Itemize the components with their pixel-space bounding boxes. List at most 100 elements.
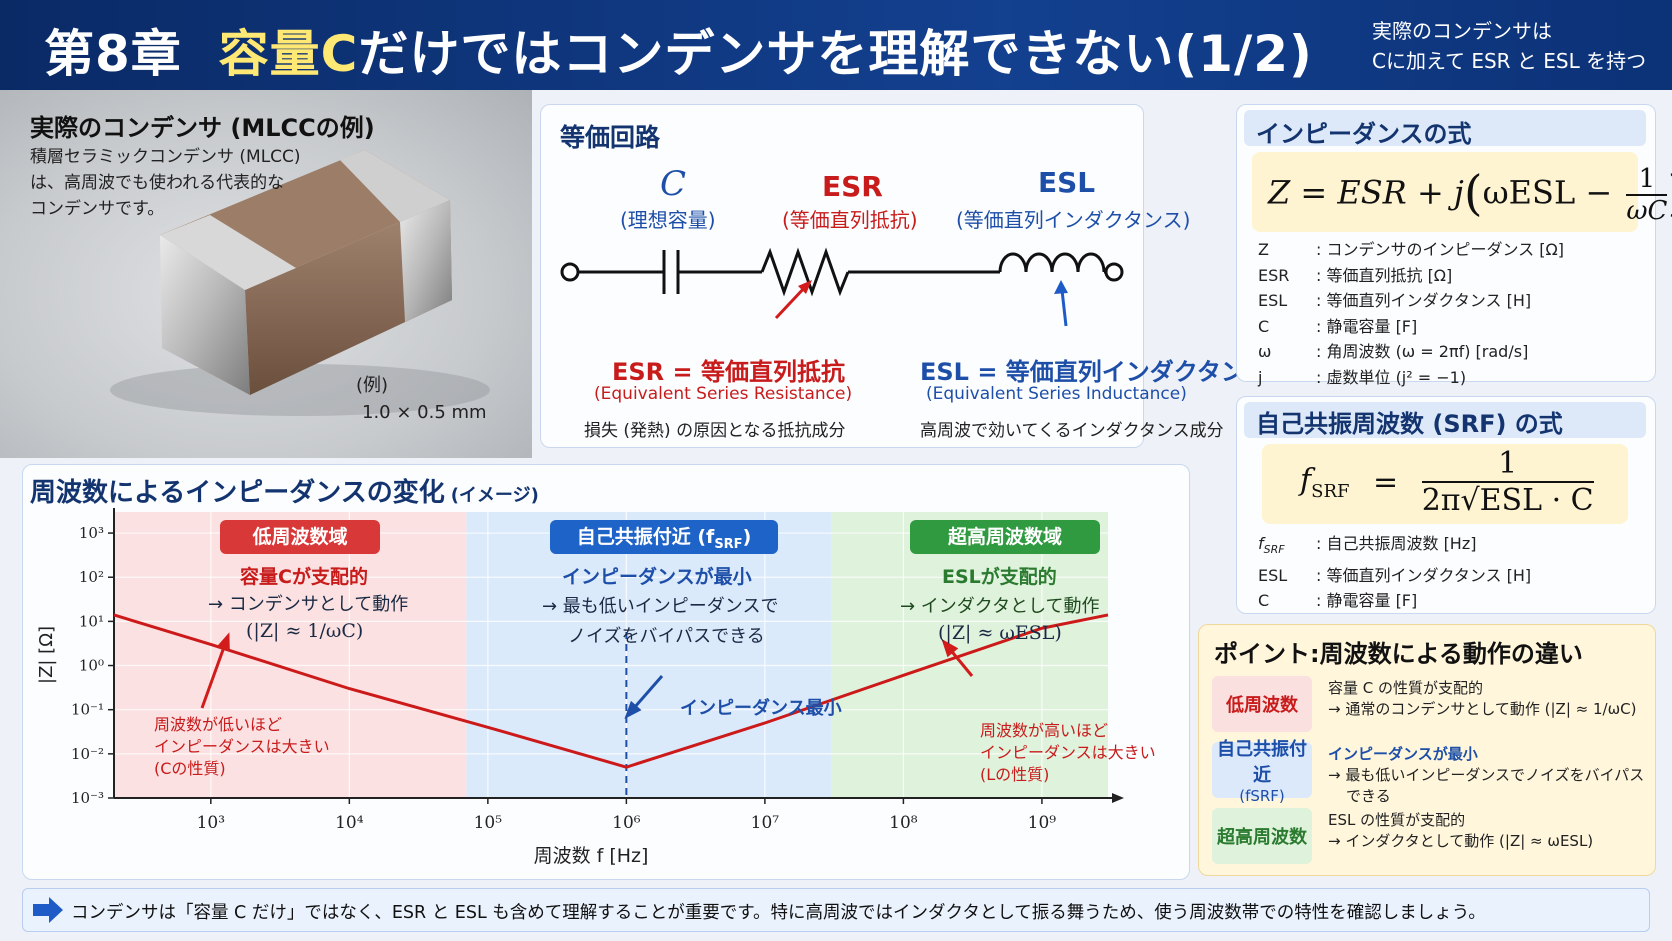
srf-formula: [1262, 444, 1628, 524]
chart-y-tick-label: 10⁻²: [71, 745, 104, 763]
high-region-line3: (|Z| ≈ ωESL): [938, 622, 1062, 644]
esr-sub: (等価直列抵抗): [782, 208, 918, 232]
esl-sub: (等価直列インダクタンス): [956, 208, 1191, 232]
chart-x-tick-label: 10⁴: [335, 813, 364, 833]
chart-y-tick-label: 10³: [79, 524, 104, 542]
srf-region-tag: 自己共振付近 (fSRF): [550, 520, 778, 554]
definition-symbol: ESR: [1258, 265, 1290, 285]
definition-symbol: C: [1258, 316, 1270, 336]
circuit-title: 等価回路: [560, 123, 661, 152]
definition-text: : 静電容量 [F]: [1316, 591, 1418, 611]
definition-text: : 等価直列インダクタンス [H]: [1316, 565, 1532, 585]
definition-row: ω : 角周波数 (ω = 2πf) [rad/s]: [1258, 340, 1564, 364]
definition-symbol: ESL: [1258, 291, 1288, 310]
impedance-formula: [1252, 152, 1638, 232]
definition-symbol: fSRF: [1258, 534, 1285, 557]
point-title: ポイント:周波数による動作の違い: [1214, 640, 1583, 668]
arrow-right-icon: [33, 897, 63, 923]
circuit-diagram: [560, 247, 1124, 327]
chart-x-label: 周波数 f [Hz]: [534, 845, 649, 867]
chart-x-tick-label: 10⁹: [1028, 813, 1057, 833]
point-text: インピーダンスが最小→ 最も低いインピーダンスでノイズをバイパスできる: [1328, 745, 1645, 805]
impedance-title-bar: [1244, 110, 1646, 146]
esl-english: (Equivalent Series Inductance): [926, 384, 1187, 404]
esl-heading: ESL = 等価直列インダクタンス: [920, 358, 1269, 386]
circuit-panel: [540, 104, 1144, 448]
page-title: 第8章 容量Cだけではコンデンサを理解できない(1/2): [44, 25, 1313, 83]
annotation-high: 周波数が高いほどインピーダンスは大きい(Lの性質): [980, 721, 1156, 784]
srf-region-line2: → 最も低いインピーダンスで: [542, 596, 779, 617]
photo-description: 積層セラミックコンデンサ (MLCC)は、高周波でも使われる代表的なコンデンサで…: [30, 147, 301, 219]
mlcc-chip-image: [110, 150, 490, 416]
chart-x-tick-label: 10⁶: [612, 813, 641, 833]
chart-y-tick-label: 10⁻³: [71, 789, 104, 807]
srf-region-line1: インピーダンスが最小: [562, 566, 752, 588]
annotation-low: 周波数が低いほどインピーダンスは大きい(Cの性質): [154, 715, 330, 778]
chart-y-tick-label: 10⁻¹: [71, 701, 104, 719]
chart-y-tick-label: 10⁰: [79, 657, 104, 675]
definition-text: : 静電容量 [F]: [1316, 316, 1418, 336]
low-region-line1: 容量Cが支配的: [240, 566, 368, 588]
chart-x-tick-label: 10⁸: [889, 813, 918, 833]
esl-symbol: ESL: [1038, 166, 1096, 199]
annotation-min: インピーダンス最小: [680, 698, 842, 719]
high-region-line2: → インダクタとして動作: [900, 596, 1100, 617]
low-region-tag: 低周波数域: [220, 520, 380, 554]
graph-title: 周波数によるインピーダンスの変化(イメージ): [30, 478, 539, 508]
photo-example: (例)1.0 × 0.5 mm: [356, 375, 487, 423]
impedance-definitions: Z : コンデンサのインピーダンス [Ω] ESR : 等価直列抵抗 [Ω] ESL : …: [1256, 236, 1566, 391]
definition-symbol: ω: [1258, 342, 1272, 361]
chart-y-label: |Z| [Ω]: [36, 626, 57, 684]
photo-title: 実際のコンデンサ (MLCCの例): [30, 114, 375, 142]
chart-series-line-0: [113, 613, 1109, 769]
chart-x-tick-label: 10³: [197, 813, 225, 833]
chart-y-tick-label: 10¹: [79, 612, 104, 630]
definition-text: : コンデンサのインピーダンス [Ω]: [1316, 240, 1564, 259]
high-region-tag: 超高周波数域: [910, 520, 1100, 554]
high-region-line1: ESLが支配的: [942, 566, 1057, 588]
mlcc-photo: [0, 90, 532, 458]
definition-row: C : 静電容量 [F]: [1258, 315, 1564, 339]
definition-row: ESR : 等価直列抵抗 [Ω]: [1258, 264, 1564, 288]
definition-symbol: C: [1258, 591, 1270, 611]
definition-text: : 角周波数 (ω = 2πf) [rad/s]: [1316, 342, 1529, 361]
impedance-formula-text: Z = ESR + j(ωESL − 1ωC): [1268, 164, 1672, 226]
point-tag: 低周波数: [1212, 676, 1312, 732]
definition-symbol: j: [1258, 367, 1263, 387]
chart-x-axis-arrow: [1112, 793, 1124, 803]
impedance-chart: 10³ 10⁴ 10⁵ 10⁶ 10⁷ 10⁸ 10⁹ 10³ 10² 10¹ 10⁰ 10⁻¹ 10⁻…: [36, 508, 1124, 867]
chart-x-tick-label: 10⁷: [751, 813, 780, 833]
srf-title-bar: [1244, 402, 1646, 438]
point-text: 容量 C の性質が支配的→ 通常のコンデンサとして動作 (|Z| ≈ 1/ωC): [1328, 679, 1637, 718]
definition-row: ESL : 等価直列インダクタンス [H]: [1258, 564, 1531, 588]
chart-x-tick-label: 10⁵: [474, 813, 503, 833]
low-region-line3: (|Z| ≈ 1/ωC): [246, 620, 364, 642]
srf-definitions: fSRF: 自己共振周波数 [Hz] ESL : 等価直列インダクタンス [H] C:…: [1256, 530, 1533, 615]
definition-row: fSRF: 自己共振周波数 [Hz]: [1258, 532, 1531, 562]
esr-symbol: ESR: [822, 170, 883, 203]
definition-row: C : 静電容量 [F]: [1258, 589, 1531, 613]
definition-text: : 等価直列抵抗 [Ω]: [1316, 265, 1453, 285]
point-text: ESL の性質が支配的→ インダクタとして動作 (|Z| ≈ ωESL): [1328, 811, 1594, 850]
chart-region-2: [830, 512, 1108, 798]
srf-title: 自己共振周波数 (SRF) の式: [1256, 410, 1563, 438]
bottom-note-text: コンデンサは「容量 C だけ」ではなく、ESR と ESL も含めて理解すること…: [71, 903, 1486, 923]
low-region-line2: → コンデンサとして動作: [208, 594, 409, 615]
chart-arrow-low-head: [216, 632, 230, 652]
definition-symbol: Z: [1258, 240, 1269, 259]
point-tag: 超高周波数: [1212, 808, 1312, 864]
definition-text: : 等価直列インダクタンス [H]: [1316, 291, 1532, 310]
definition-text: : 虚数単位 (j² = −1): [1316, 367, 1467, 387]
definition-row: ESL : 等価直列インダクタンス [H]: [1258, 289, 1564, 313]
esr-english: (Equivalent Series Resistance): [594, 384, 853, 404]
chart-y-tick-label: 10²: [79, 568, 104, 586]
esr-description: 損失 (発熱) の原因となる抵抗成分: [584, 421, 846, 441]
chart-arrow-min-head: [624, 700, 642, 720]
bottom-note: コンデンサは「容量 C だけ」ではなく、ESR と ESL も含めて理解すること…: [22, 888, 1650, 932]
chart-arrow-high-head: [941, 638, 959, 658]
impedance-panel: [1236, 104, 1656, 382]
chart-region-0: [114, 512, 467, 798]
definition-symbol: ESL: [1258, 565, 1288, 585]
